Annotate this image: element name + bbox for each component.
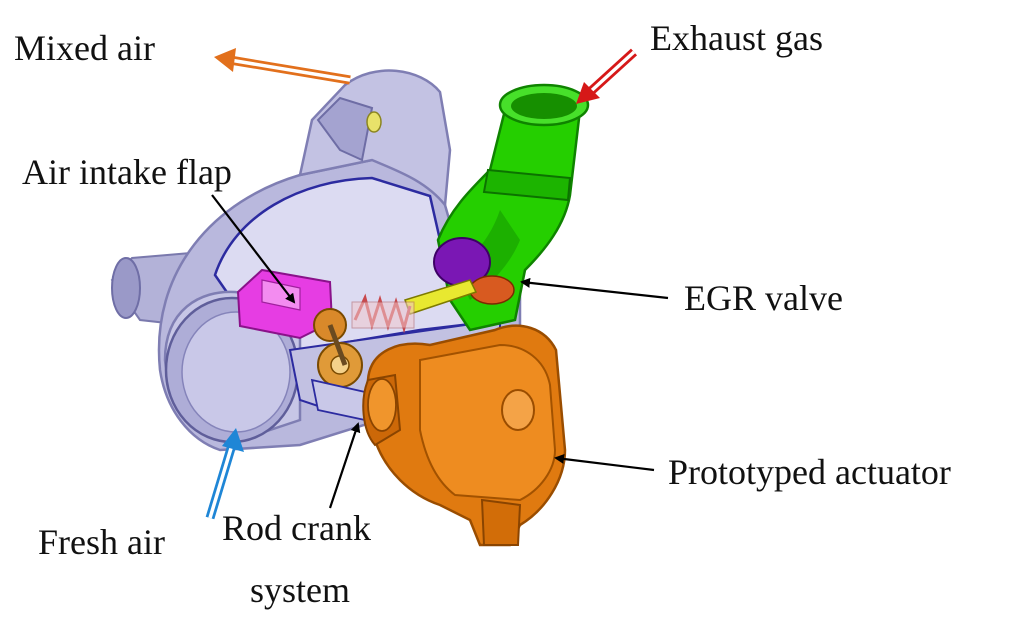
fresh-air-arrow bbox=[205, 428, 244, 520]
egr-valve bbox=[433, 237, 515, 305]
egr-pipe-inner bbox=[511, 93, 577, 119]
actuator-cover bbox=[419, 343, 557, 502]
label-mixed-air: Mixed air bbox=[14, 28, 155, 68]
egr-pipe-collar bbox=[482, 168, 572, 202]
prototyped-actuator bbox=[362, 324, 567, 547]
actuator-connector bbox=[480, 498, 522, 546]
pointer-air-intake-flap bbox=[211, 194, 296, 304]
pointer-egr-valve bbox=[520, 277, 669, 300]
label-exhaust-gas: Exhaust gas bbox=[650, 18, 823, 58]
air-intake-flap bbox=[236, 268, 334, 340]
egr-valve-seat bbox=[469, 275, 515, 305]
actuator-knob bbox=[501, 389, 535, 431]
actuator-shaft-cap bbox=[367, 378, 397, 432]
side-inlet-opening bbox=[111, 257, 141, 319]
outlet-flange bbox=[316, 96, 374, 162]
crank-rod bbox=[327, 324, 348, 366]
spring-guide bbox=[351, 301, 415, 329]
outlet-port bbox=[366, 111, 382, 133]
exhaust-gas-arrow bbox=[576, 48, 638, 104]
label-rod-crank-line1: Rod crank bbox=[222, 508, 371, 548]
label-egr-valve: EGR valve bbox=[684, 278, 843, 318]
rod-crank-mechanism bbox=[310, 279, 478, 422]
label-prototyped-actuator: Prototyped actuator bbox=[668, 452, 951, 492]
label-air-intake-flap: Air intake flap bbox=[22, 152, 232, 192]
label-rod-crank-line2: system bbox=[250, 570, 351, 610]
mixed-air-arrow bbox=[214, 48, 351, 85]
pointer-rod-crank-system bbox=[328, 422, 361, 509]
label-fresh-air: Fresh air bbox=[38, 522, 165, 562]
pointer-prototyped-actuator bbox=[554, 454, 655, 472]
